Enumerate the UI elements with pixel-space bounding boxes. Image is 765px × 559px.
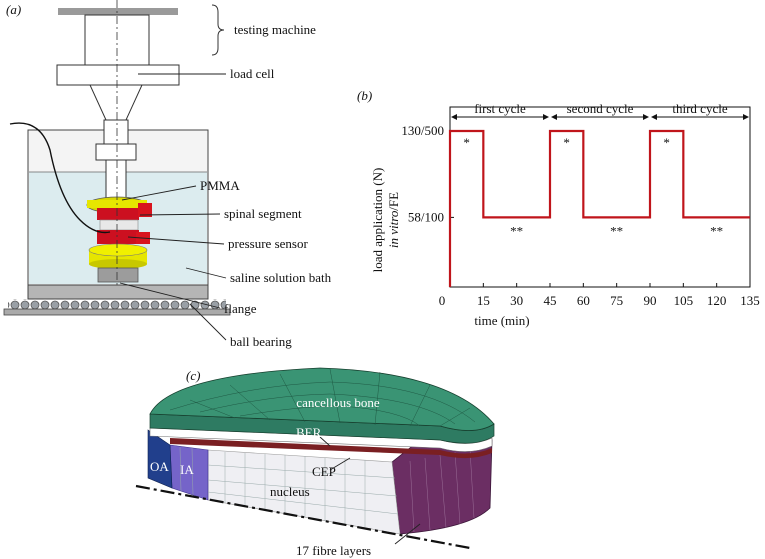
low-load-marker: ** [510, 223, 523, 238]
ball-bearing-row [8, 299, 226, 309]
label-testing-machine: testing machine [234, 22, 316, 37]
load-funnel [89, 84, 143, 121]
panel-a: (a) [3, 0, 332, 349]
panel-b: (b) load application (N) in vitro/FE 0 15… [357, 88, 760, 328]
cycle-arrowhead-right [743, 114, 749, 120]
chart-plot-area: 0 15 30 45 60 75 90 105 120 135 58/100 130/500 first… [401, 101, 759, 308]
x-tick-label: 120 [707, 293, 727, 308]
cycle-arrowhead-right [643, 114, 649, 120]
testing-machine-brace [211, 4, 225, 56]
high-load-marker: * [663, 135, 670, 150]
label-ia: IA [180, 462, 194, 477]
panel-b-tag: (b) [357, 88, 372, 103]
flange [27, 284, 209, 300]
panel-c-tag: (c) [186, 368, 200, 383]
cancellous-bone-mesh [149, 367, 495, 431]
y-axis-label-line2: in vitro/FE [386, 192, 401, 248]
label-oa: OA [150, 459, 169, 474]
plot-frame [449, 106, 751, 288]
x-tick-label: 105 [674, 293, 694, 308]
label-cancellous-bone: cancellous bone [296, 395, 380, 410]
label-pmma: PMMA [200, 178, 240, 193]
oa-mesh [147, 429, 173, 489]
low-load-marker: ** [710, 223, 723, 238]
x-tick-label: 60 [577, 293, 590, 308]
load-cell [56, 64, 180, 86]
sensor-cable [9, 122, 111, 234]
x-tick-label: 75 [610, 293, 623, 308]
cycle-label: first cycle [474, 101, 526, 116]
label-spinal-segment: spinal segment [224, 206, 302, 221]
y-axis-label-line1: load application (N) [370, 168, 385, 273]
x-tick-label: 15 [477, 293, 490, 308]
cycle-arrowhead-left [551, 114, 557, 120]
x-tick-label: 45 [544, 293, 557, 308]
label-ber: BER [296, 425, 322, 440]
load-series-line [448, 129, 750, 287]
x-tick-label: 0 [439, 293, 446, 308]
y-tick-label: 58/100 [408, 209, 444, 224]
high-load-marker: * [463, 135, 470, 150]
cycle-arrowhead-left [451, 114, 457, 120]
panel-c: (c) [135, 367, 495, 558]
spinal-segment-upper [97, 208, 139, 220]
label-load-cell: load cell [230, 66, 275, 81]
low-load-marker: ** [610, 223, 623, 238]
machine-top-plate [58, 8, 178, 15]
label-pressure-sensor: pressure sensor [228, 236, 308, 251]
cycle-arrowhead-left [651, 114, 657, 120]
label-cep: CEP [312, 464, 336, 479]
cycle-label: third cycle [672, 101, 727, 116]
axis-dashed-line [135, 484, 471, 550]
spinal-segment-lower [97, 230, 139, 244]
high-load-marker: * [563, 135, 570, 150]
y-tick-label: 130/500 [401, 123, 444, 138]
label-ball-bearing: ball bearing [230, 334, 292, 349]
base-plate [3, 308, 231, 316]
x-tick-label: 90 [644, 293, 657, 308]
cep-layer [170, 438, 492, 459]
cycle-arrowhead-right [543, 114, 549, 120]
label-nucleus: nucleus [270, 484, 310, 499]
cycle-label: second cycle [567, 101, 634, 116]
panel-a-tag: (a) [6, 2, 21, 17]
mesh-grid-lines [179, 446, 399, 528]
y-axis-label: load application (N) in vitro/FE [370, 168, 401, 273]
x-axis-label: time (min) [474, 313, 529, 328]
y-axis-label-rest: /FE [386, 192, 401, 211]
label-fibre-layers: 17 fibre layers [296, 543, 371, 558]
label-flange: flange [224, 301, 257, 316]
x-tick-label: 135 [740, 293, 760, 308]
x-tick-label: 30 [510, 293, 523, 308]
label-saline-bath: saline solution bath [230, 270, 332, 285]
y-axis-label-italic: in vitro [386, 210, 401, 248]
